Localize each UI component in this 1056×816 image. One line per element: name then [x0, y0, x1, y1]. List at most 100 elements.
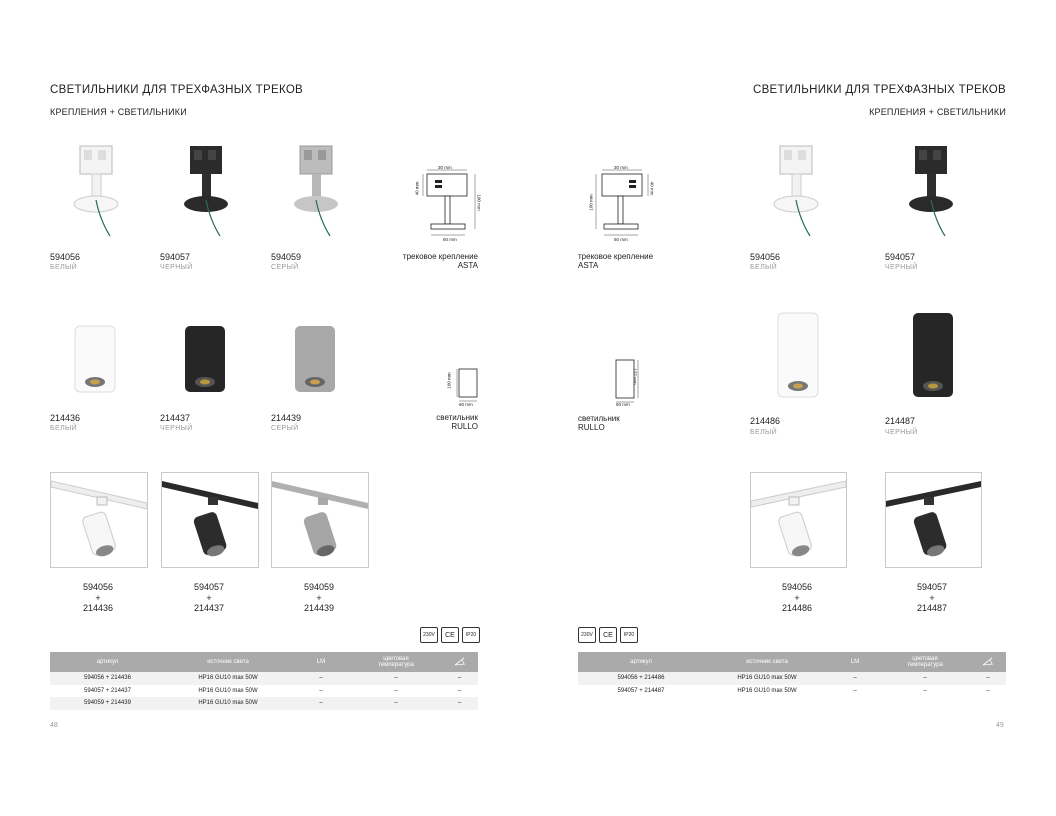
- mount-dimension-drawing: [415, 164, 485, 244]
- luminaire-color: ЧЕРНЫЙ: [160, 425, 193, 432]
- combo-label: 594057 + 214487: [892, 582, 972, 614]
- mount-image-black: [885, 140, 975, 248]
- luminaire-image-black: [180, 322, 230, 397]
- combo-photo-black: [885, 472, 982, 568]
- combo-plus: +: [316, 592, 322, 603]
- combo-photo-white: [750, 472, 847, 568]
- combo-photo-black: [161, 472, 259, 568]
- dim-label: 60 mm: [459, 402, 473, 407]
- table-row: 594056 + 214436 HP16 GU10 max 50W – – –: [50, 672, 478, 685]
- table-header-row: артикул источник света LM цветовая темпе…: [578, 652, 1006, 672]
- drawing-label: трековое крепление ASTA: [578, 252, 668, 270]
- drawing-label-line2: RULLO: [578, 423, 605, 432]
- spec-table: артикул источник света LM цветовая темпе…: [578, 652, 1006, 697]
- combo-luminaire: 214436: [82, 603, 114, 613]
- voltage-badge-icon: 230V: [578, 627, 596, 643]
- combo-plus: +: [206, 592, 212, 603]
- table-cell: HP16 GU10 max 50W: [165, 697, 291, 710]
- table-cell: 594059 + 214439: [50, 697, 165, 710]
- table-cell: –: [441, 697, 478, 710]
- combo-label: 594057 + 214437: [169, 582, 249, 614]
- table-row: 594056 + 214486 HP16 GU10 max 50W – – –: [578, 672, 1006, 685]
- page-subtitle: КРЕПЛЕНИЯ + СВЕТИЛЬНИКИ: [869, 107, 1006, 117]
- spec-table: артикул источник света LM цветовая темпе…: [50, 652, 478, 710]
- drawing-label-line2: ASTA: [457, 261, 478, 270]
- mount-color: БЕЛЫЙ: [50, 264, 78, 271]
- dim-label: 100 mm: [588, 194, 594, 211]
- drawing-label: светильник RULLO: [400, 413, 478, 431]
- voltage-badge-icon: 230V: [420, 627, 438, 643]
- table-cell: HP16 GU10 max 50W: [704, 684, 830, 697]
- ip-rating-badge-icon: IP20: [462, 627, 480, 643]
- page-title: СВЕТИЛЬНИКИ ДЛЯ ТРЕХФАЗНЫХ ТРЕКОВ: [752, 84, 1006, 96]
- table-cell: –: [351, 697, 441, 710]
- table-cell: –: [880, 684, 970, 697]
- luminaire-color: БЕЛЫЙ: [750, 429, 778, 436]
- table-cell: –: [291, 684, 351, 697]
- luminaire-color: ЧЕРНЫЙ: [885, 429, 918, 436]
- combo-plus: +: [95, 592, 101, 603]
- drawing-label: светильник RULLO: [578, 414, 638, 432]
- combo-plus: +: [794, 592, 800, 603]
- dim-label: 30 mm: [614, 165, 628, 170]
- luminaire-image-white: [773, 310, 823, 400]
- table-cell: HP16 GU10 max 50W: [165, 672, 291, 685]
- luminaire-color: БЕЛЫЙ: [50, 425, 78, 432]
- dim-label: 30 mm: [438, 165, 452, 170]
- dim-label: 60 mm: [443, 237, 457, 242]
- mount-code: 594057: [160, 252, 191, 262]
- table-cell: –: [291, 697, 351, 710]
- drawing-label-line2: RULLO: [451, 422, 478, 431]
- table-cell: –: [441, 684, 478, 697]
- table-cell: –: [970, 684, 1006, 697]
- mount-dimension-drawing: [592, 164, 662, 244]
- drawing-label-line1: трековое крепление: [402, 252, 478, 261]
- combo-photo-grey: [271, 472, 369, 568]
- column-header: LM: [830, 652, 880, 672]
- page-number: 49: [996, 722, 1004, 729]
- mount-color: ЧЕРНЫЙ: [160, 264, 193, 271]
- dim-label: 60 mm: [614, 237, 628, 242]
- column-header-text: цветовая температура: [378, 656, 414, 668]
- beam-angle-icon: [970, 652, 1006, 672]
- table-cell: –: [291, 672, 351, 685]
- table-cell: HP16 GU10 max 50W: [165, 684, 291, 697]
- ip-rating-badge-icon: IP20: [620, 627, 638, 643]
- luminaire-code: 214437: [160, 413, 191, 423]
- column-header: цветовая температура: [351, 652, 441, 672]
- combo-plus: +: [929, 592, 935, 603]
- combo-label: 594056 + 214436: [58, 582, 138, 614]
- beam-angle-icon: [441, 652, 478, 672]
- mount-code: 594056: [50, 252, 81, 262]
- mount-code: 594057: [885, 252, 916, 262]
- column-header: LM: [291, 652, 351, 672]
- mount-image-white: [750, 140, 840, 248]
- table-cell: –: [351, 672, 441, 685]
- luminaire-image-white: [70, 322, 120, 397]
- mount-color: СЕРЫЙ: [271, 264, 299, 271]
- mount-code: 594056: [750, 252, 781, 262]
- table-cell: –: [830, 672, 880, 685]
- mount-image-black: [160, 140, 250, 248]
- dim-label: 40 mm: [649, 181, 655, 196]
- combo-mount: 594057: [916, 582, 948, 592]
- table-cell: –: [441, 672, 478, 685]
- drawing-label-line1: светильник: [578, 414, 620, 423]
- table-row: 594057 + 214437 HP16 GU10 max 50W – – –: [50, 684, 478, 697]
- table-cell: HP16 GU10 max 50W: [704, 672, 830, 685]
- combo-luminaire: 214487: [916, 603, 948, 613]
- drawing-label-line1: трековое крепление: [578, 252, 654, 261]
- page-number: 48: [50, 722, 58, 729]
- combo-photo-white: [50, 472, 148, 568]
- column-header: артикул: [50, 652, 165, 672]
- luminaire-code: 214439: [271, 413, 302, 423]
- column-header: цветовая температура: [880, 652, 970, 672]
- ce-mark-icon: CE: [599, 627, 617, 643]
- combo-luminaire: 214437: [193, 603, 225, 613]
- luminaire-dimension-drawing: [455, 365, 483, 410]
- page-title: СВЕТИЛЬНИКИ ДЛЯ ТРЕХФАЗНЫХ ТРЕКОВ: [50, 84, 304, 96]
- luminaire-dimension-drawing: [612, 358, 640, 410]
- mount-code: 594059: [271, 252, 302, 262]
- table-cell: –: [830, 684, 880, 697]
- luminaire-color: СЕРЫЙ: [271, 425, 299, 432]
